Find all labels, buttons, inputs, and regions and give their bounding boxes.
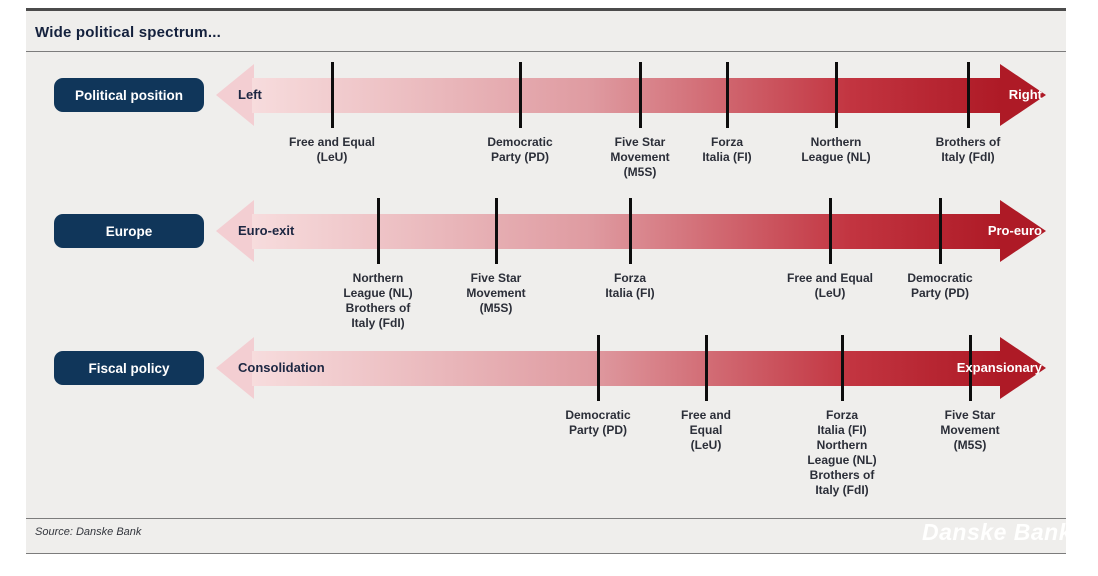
tick-mark xyxy=(835,62,838,128)
tick-mark xyxy=(377,198,380,264)
chart-panel: Wide political spectrum... Political pos… xyxy=(26,8,1066,554)
danske-bank-watermark: Danske Bank xyxy=(922,519,1066,545)
tick-mark xyxy=(331,62,334,128)
bottom-rule xyxy=(26,553,1066,554)
source-divider xyxy=(26,518,1066,519)
source-note: Source: Danske Bank xyxy=(35,526,142,538)
tick-mark xyxy=(841,335,844,401)
tick-mark xyxy=(597,335,600,401)
spectrum-row-political-position: Political position Left Right Free and E… xyxy=(26,62,1066,292)
axis-pole-left-label: Left xyxy=(238,87,262,102)
party-label: Free and Equal(LeU) xyxy=(288,135,376,164)
axis-pole-right-label: Right xyxy=(1008,87,1042,102)
tick-mark xyxy=(939,198,942,264)
tick-mark xyxy=(967,62,970,128)
party-label: Free and Equal(LeU) xyxy=(786,271,874,300)
axis-pole-left-label: Euro-exit xyxy=(238,223,295,238)
title-divider xyxy=(26,51,1066,52)
tick-mark xyxy=(969,335,972,401)
axis-pole-right-label: Pro-euro xyxy=(987,223,1042,238)
top-rule xyxy=(26,8,1066,11)
row-badge: Political position xyxy=(54,78,204,112)
arrow-body xyxy=(252,351,1002,386)
tick-mark xyxy=(495,198,498,264)
tick-mark xyxy=(726,62,729,128)
tick-mark xyxy=(639,62,642,128)
tick-mark xyxy=(519,62,522,128)
spectrum-row-fiscal-policy: Fiscal policy Consolidation Expansionary… xyxy=(26,335,1066,554)
axis-pole-left-label: Consolidation xyxy=(238,360,325,375)
tick-mark xyxy=(629,198,632,264)
tick-mark xyxy=(705,335,708,401)
arrow-body xyxy=(252,214,1002,249)
chart-title: Wide political spectrum... xyxy=(35,24,221,41)
axis-pole-right-label: Expansionary xyxy=(956,360,1042,375)
row-badge: Europe xyxy=(54,214,204,248)
arrow-body xyxy=(252,78,1002,113)
row-badge: Fiscal policy xyxy=(54,351,204,385)
tick-mark xyxy=(829,198,832,264)
